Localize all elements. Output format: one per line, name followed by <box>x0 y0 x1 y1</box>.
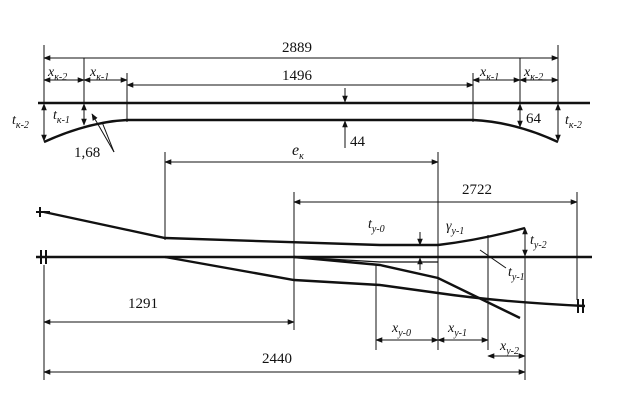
symbol-tk1-left: tк-1 <box>53 108 70 126</box>
top-profile-drawing <box>38 45 590 153</box>
symbol-xk2-left: xк-2 <box>47 65 67 83</box>
label-1-68: 1,68 <box>74 145 100 161</box>
label-1496: 1496 <box>282 68 313 84</box>
leader-1-68 <box>91 113 115 153</box>
symbol-xk2-right: xк-2 <box>523 65 543 83</box>
lower-main-offset-line <box>164 255 586 308</box>
symbol-ty2: tу-2 <box>530 233 547 251</box>
switch-point-wedge <box>293 255 521 320</box>
symbol-xy2: xу-2 <box>499 339 519 357</box>
label-64: 64 <box>526 111 542 127</box>
label-2889: 2889 <box>282 40 312 56</box>
leader-ty1 <box>479 249 507 269</box>
symbol-tk2-left: tк-2 <box>12 113 29 131</box>
symbol-xk1-right: xк-1 <box>479 65 499 83</box>
symbol-xy1: xу-1 <box>447 321 467 339</box>
symbol-xy0: xу-0 <box>391 321 411 339</box>
label-2722: 2722 <box>462 182 492 198</box>
symbol-tk2-right: tк-2 <box>565 113 582 131</box>
symbol-ty0: tу-0 <box>368 217 385 235</box>
label-44: 44 <box>350 134 366 150</box>
symbol-gamma-y1: γу-1 <box>446 219 464 237</box>
top-profile-line <box>43 118 559 144</box>
symbol-xk1-left: xк-1 <box>89 65 109 83</box>
turnout-plan-drawing <box>36 152 592 380</box>
label-1291: 1291 <box>128 296 158 312</box>
label-2440: 2440 <box>262 351 292 367</box>
symbol-ty1: tу-1 <box>508 265 525 283</box>
symbol-ek: eк <box>292 142 304 162</box>
upper-track-line <box>43 210 526 247</box>
leader-1-68-b <box>101 121 115 153</box>
